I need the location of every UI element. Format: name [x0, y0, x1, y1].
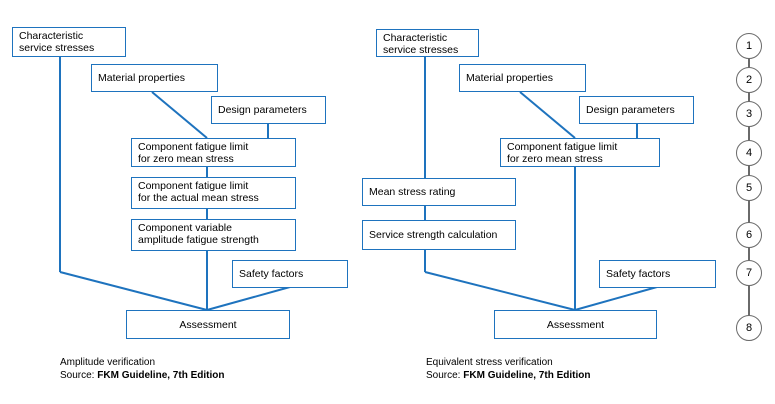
left-material-properties-box: Material properties [91, 64, 218, 92]
left-assessment-box: Assessment [126, 310, 290, 339]
right-service-strength-label: Service strength calculation [369, 229, 498, 241]
left-design-label: Design parameters [218, 104, 307, 116]
left-characteristic-line1: Characteristic [19, 30, 84, 42]
step-circle-5: 5 [736, 175, 762, 201]
right-caption-source: Source: FKM Guideline, 7th Edition [426, 370, 591, 381]
step-circle-6: 6 [736, 222, 762, 248]
right-mean-stress-label: Mean stress rating [369, 186, 456, 198]
step-circle-2: 2 [736, 67, 762, 93]
right-caption-title: Equivalent stress verification [426, 357, 553, 368]
left-fatigue-actual-line1: Component fatigue limit [138, 180, 249, 192]
right-fatigue-zero-line2: for zero mean stress [507, 153, 603, 165]
right-mean-stress-rating-box: Mean stress rating [362, 178, 516, 206]
step-circle-4: 4 [736, 140, 762, 166]
left-line-diag-to-assessment [59, 271, 208, 311]
right-material-label: Material properties [466, 72, 553, 84]
right-characteristic-service-stresses-box: Characteristic service stresses [376, 29, 479, 57]
step-circle-8: 8 [736, 315, 762, 341]
right-service-strength-box: Service strength calculation [362, 220, 516, 250]
right-line-diag-to-assessment [424, 271, 576, 311]
left-assessment-label: Assessment [179, 318, 237, 331]
step-circle-1: 1 [736, 33, 762, 59]
right-design-parameters-box: Design parameters [579, 96, 694, 124]
right-caption-source-bold: FKM Guideline, 7th Edition [463, 370, 591, 381]
left-variable-amplitude-box: Component variable amplitude fatigue str… [131, 219, 296, 251]
left-fatigue-actual-mean-box: Component fatigue limit for the actual m… [131, 177, 296, 209]
left-caption-source: Source: FKM Guideline, 7th Edition [60, 370, 225, 381]
left-fatigue-actual-line2: for the actual mean stress [138, 192, 259, 204]
left-design-parameters-box: Design parameters [211, 96, 326, 124]
left-material-label: Material properties [98, 72, 185, 84]
left-caption-source-bold: FKM Guideline, 7th Edition [97, 370, 225, 381]
right-characteristic-line1: Characteristic [383, 32, 448, 44]
left-caption: Amplitude verification Source: FKM Guide… [60, 356, 224, 382]
right-line-safety-to-assessment [574, 286, 658, 311]
left-variable-line2: amplitude fatigue strength [138, 234, 259, 246]
left-safety-label: Safety factors [239, 268, 304, 280]
right-characteristic-line2: service stresses [383, 44, 459, 56]
left-line-material-to-fatigue [151, 91, 208, 139]
left-line-safety-to-assessment [206, 286, 291, 311]
right-safety-factors-box: Safety factors [599, 260, 716, 288]
left-caption-title: Amplitude verification [60, 357, 156, 368]
step-circle-7: 7 [736, 260, 762, 286]
right-fatigue-zero-mean-box: Component fatigue limit for zero mean st… [500, 138, 660, 167]
left-fatigue-zero-line1: Component fatigue limit [138, 141, 249, 153]
step-circle-3: 3 [736, 101, 762, 127]
right-safety-label: Safety factors [606, 268, 671, 280]
left-fatigue-zero-line2: for zero mean stress [138, 153, 234, 165]
left-fatigue-zero-mean-box: Component fatigue limit for zero mean st… [131, 138, 296, 167]
right-assessment-label: Assessment [546, 318, 605, 331]
right-caption: Equivalent stress verification Source: F… [426, 356, 590, 382]
right-design-label: Design parameters [586, 104, 675, 116]
right-fatigue-zero-line1: Component fatigue limit [507, 141, 618, 153]
left-variable-line1: Component variable [138, 222, 232, 234]
right-line-material-to-fatigue [519, 91, 576, 139]
right-material-properties-box: Material properties [459, 64, 586, 92]
left-safety-factors-box: Safety factors [232, 260, 348, 288]
right-assessment-box: Assessment [494, 310, 657, 339]
left-characteristic-line2: service stresses [19, 42, 95, 54]
left-characteristic-service-stresses-box: Characteristic service stresses [12, 27, 126, 57]
